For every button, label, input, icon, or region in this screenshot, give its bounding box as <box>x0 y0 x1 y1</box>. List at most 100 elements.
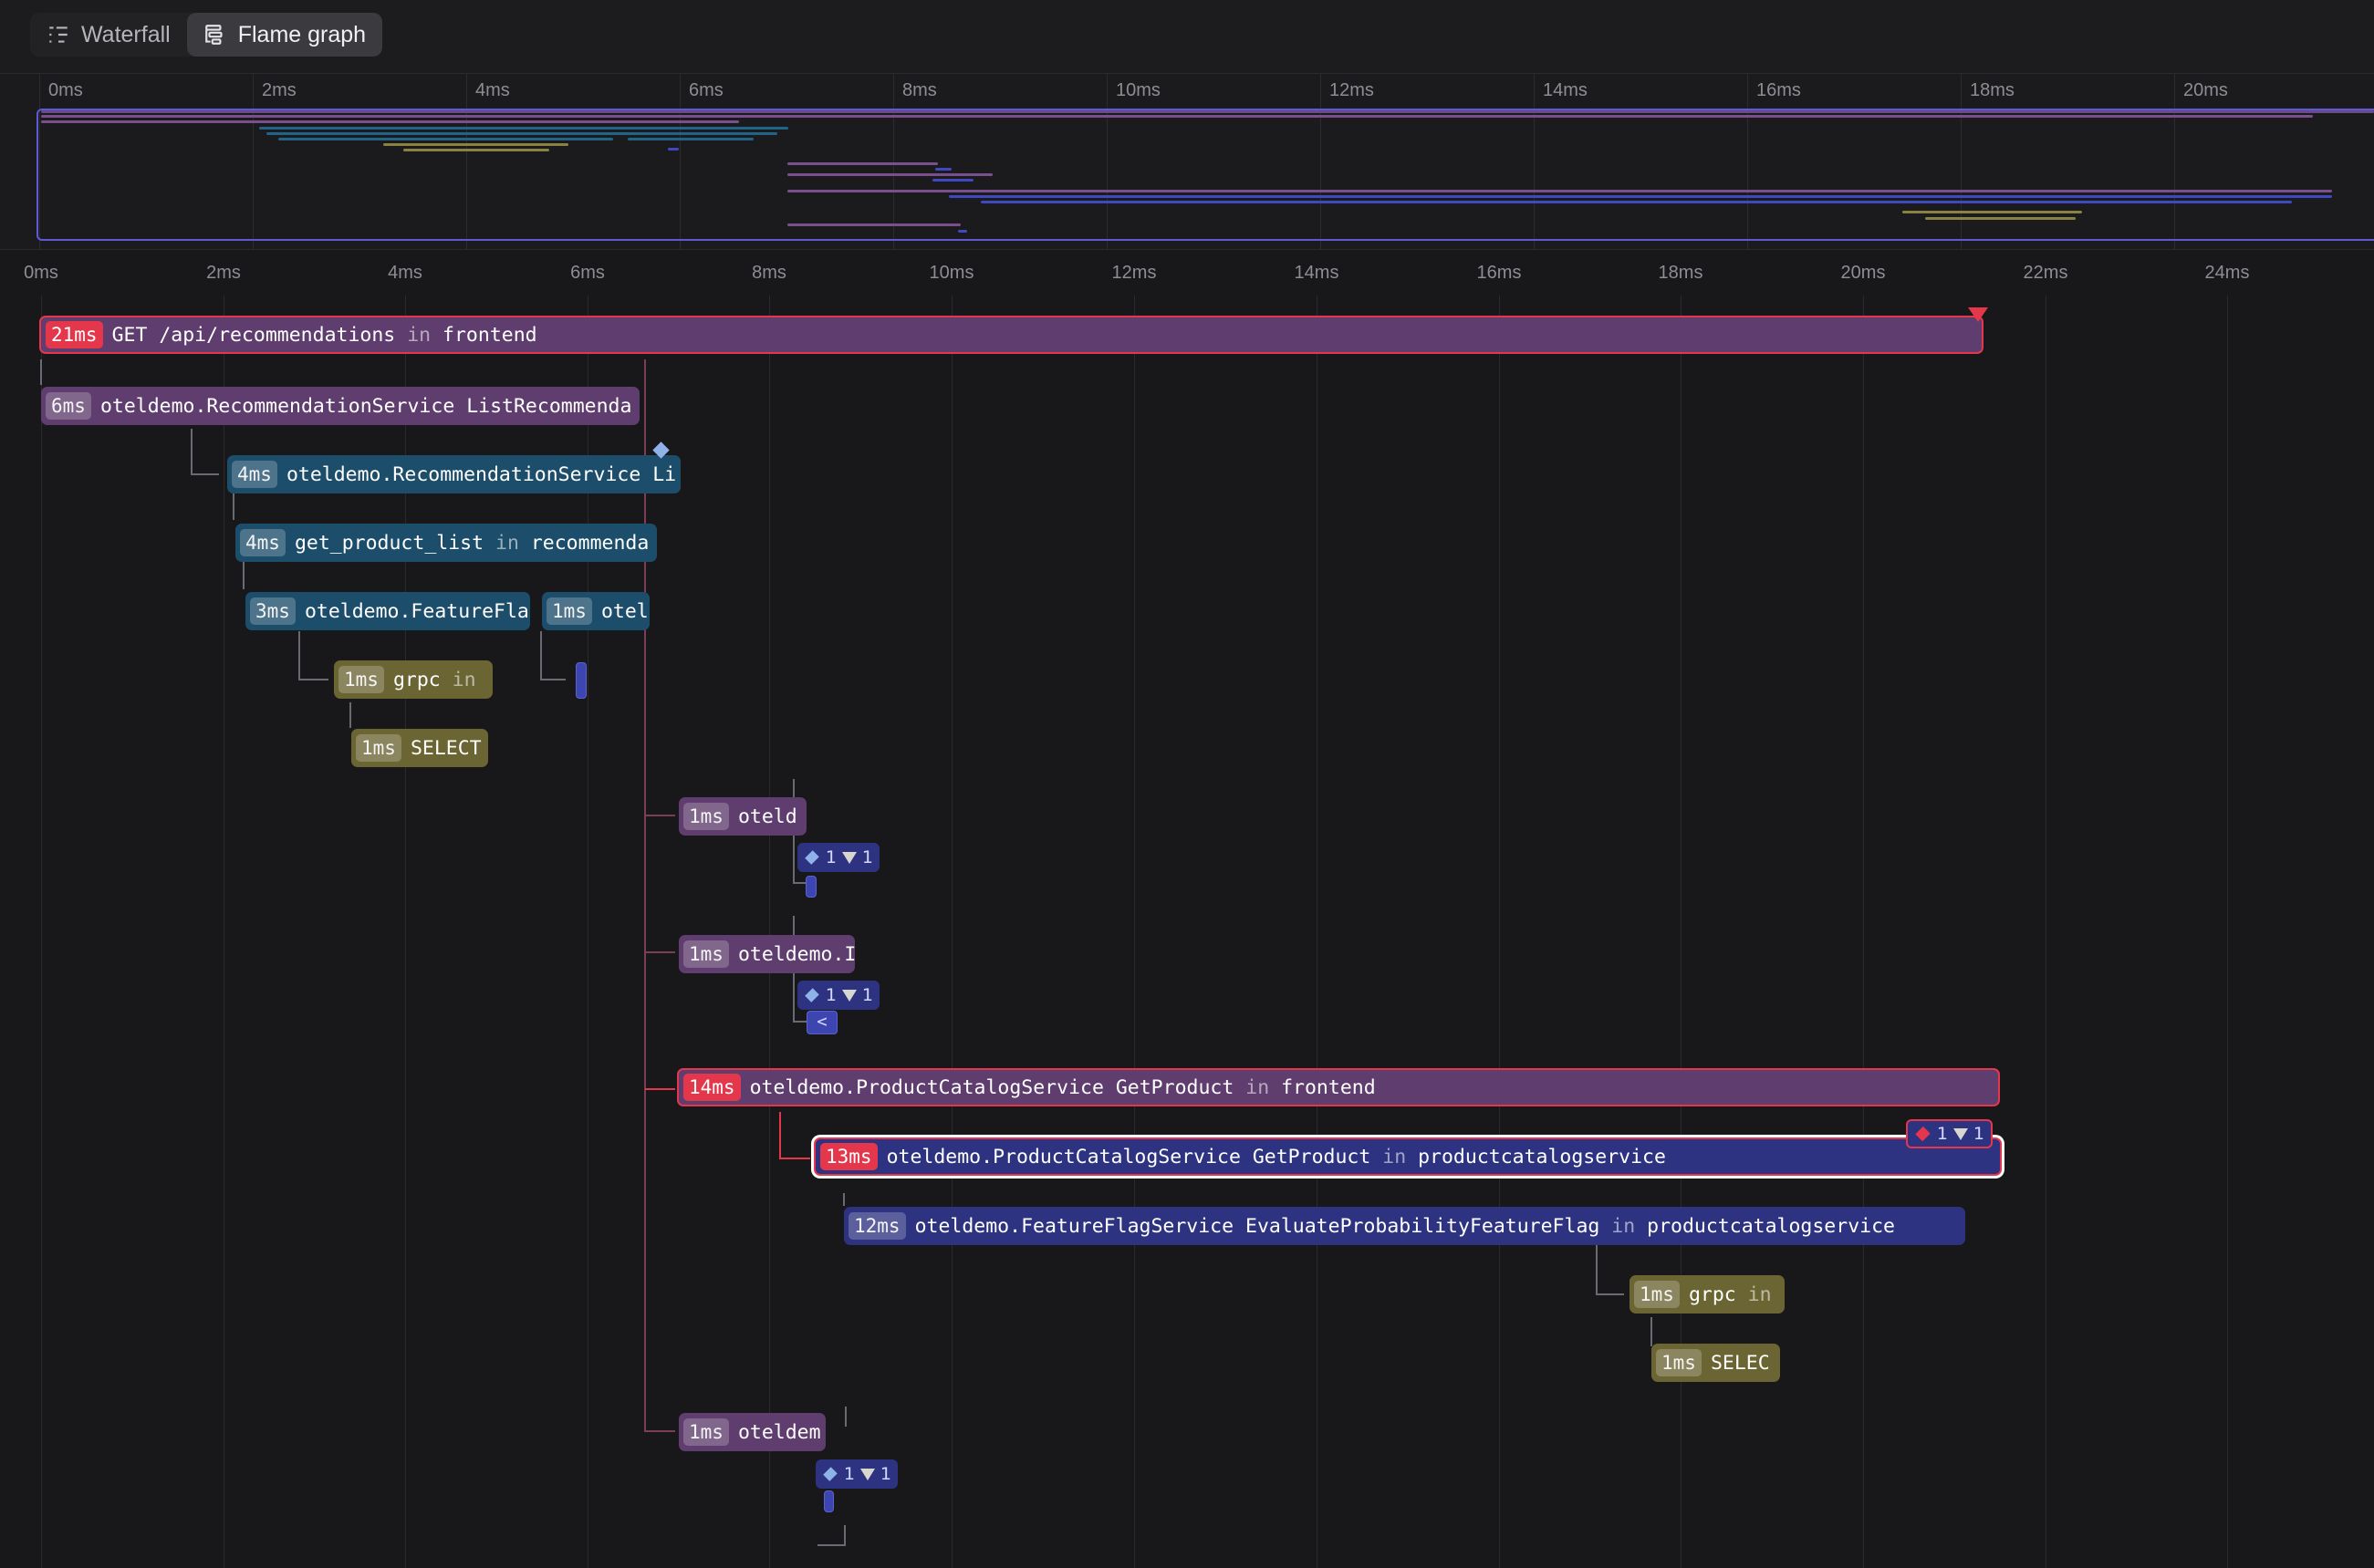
minimap-gridline <box>253 74 254 249</box>
event-count: 1 <box>825 985 837 1005</box>
minimap-span-line <box>1925 217 2076 220</box>
time-tick: 16ms <box>1476 263 1522 283</box>
span-in-label: in <box>495 531 519 555</box>
span-in-label: in <box>1611 1214 1636 1238</box>
link-count: 1 <box>861 985 873 1005</box>
flame-graph: 0ms 2ms 4ms 6ms 8ms 10ms 12ms 14ms 16ms … <box>0 250 2374 1568</box>
span-in-label: in <box>407 323 432 347</box>
span-list-recommendations-frontend[interactable]: 6ms oteldemo.RecommendationService ListR… <box>41 387 640 425</box>
time-tick: 24ms <box>2204 263 2250 283</box>
collapsed-span[interactable]: < <box>807 1011 838 1034</box>
minimap-span-line <box>787 190 2332 192</box>
gridline <box>769 296 770 1568</box>
event-diamond-icon <box>805 988 819 1002</box>
span-duration-badge: 12ms <box>849 1212 906 1240</box>
time-tick: 12ms <box>1111 263 1157 283</box>
span-oteldem[interactable]: 1ms oteldem <box>679 1413 826 1451</box>
tiny-span[interactable] <box>576 662 587 699</box>
error-flag-icon <box>1968 307 1988 322</box>
span-name: oteldemo.RecommendationService ListRecom… <box>99 394 632 418</box>
gridline <box>952 296 953 1568</box>
span-name: oteldemo.ProductCatalogService GetProduc… <box>749 1075 1234 1099</box>
minimap-gridline <box>1107 74 1108 249</box>
link-triangle-icon <box>841 851 857 864</box>
view-toolbar: Waterfall Flame graph <box>0 0 2374 74</box>
tab-flame-graph-label: Flame graph <box>237 21 367 47</box>
minimap-tick: 10ms <box>1116 80 1161 100</box>
minimap-span-line <box>628 138 754 140</box>
time-tick: 14ms <box>1294 263 1339 283</box>
span-get-product-list[interactable]: 4ms get_product_list in recommenda <box>235 524 657 562</box>
time-tick: 18ms <box>1658 263 1703 283</box>
minimap-tick: 4ms <box>475 80 510 100</box>
time-tick: 4ms <box>388 263 422 283</box>
span-duration-badge: 1ms <box>547 597 592 625</box>
span-duration-badge: 1ms <box>683 1418 729 1446</box>
span-name: oteldemo.FeatureFlagService EvaluateProb… <box>914 1214 1600 1238</box>
span-service: productcatalogservice <box>1647 1214 1895 1238</box>
span-name: SELECT <box>410 736 482 760</box>
span-event-link-marker[interactable]: 1 1 <box>797 843 880 872</box>
minimap-gridline <box>1961 74 1962 249</box>
span-oteld[interactable]: 1ms oteld <box>679 797 807 836</box>
span-get-product-productcatalog-selected[interactable]: 13ms oteldemo.ProductCatalogService GetP… <box>814 1137 2002 1176</box>
span-grpc[interactable]: 1ms grpc in <box>334 660 493 699</box>
span-get-product-frontend[interactable]: 14ms oteldemo.ProductCatalogService GetP… <box>677 1068 2000 1106</box>
time-tick: 6ms <box>570 263 605 283</box>
span-error-link-marker[interactable]: 1 1 <box>1906 1119 1993 1148</box>
span-oteldemo-i[interactable]: 1ms oteldemo.I <box>679 935 855 973</box>
minimap-span-line <box>41 115 2313 118</box>
trace-minimap[interactable]: 0ms 2ms 4ms 6ms 8ms 10ms 12ms 14ms 16ms … <box>0 74 2374 250</box>
span-feature-flag-recommendation[interactable]: 3ms oteldemo.FeatureFla <box>245 592 530 630</box>
span-in-label: in <box>1382 1145 1407 1168</box>
span-name: oteldemo.ProductCatalogService GetProduc… <box>886 1145 1371 1168</box>
span-select-2[interactable]: 1ms SELEC <box>1651 1344 1780 1382</box>
span-list-recommendations-service[interactable]: 4ms oteldemo.RecommendationService Li <box>227 455 681 493</box>
minimap-tick: 14ms <box>1543 80 1588 100</box>
tiny-span[interactable] <box>806 876 817 898</box>
span-connectors <box>40 359 1652 1546</box>
minimap-gridline <box>1747 74 1748 249</box>
span-duration-badge: 1ms <box>1634 1281 1680 1308</box>
minimap-viewport[interactable] <box>36 109 2374 241</box>
minimap-gridline <box>39 74 40 249</box>
span-name: grpc <box>392 668 441 691</box>
gridline <box>1863 296 1864 1568</box>
waterfall-icon <box>49 26 68 43</box>
span-name: grpc <box>1688 1282 1736 1306</box>
span-otel-short[interactable]: 1ms otel <box>542 592 650 630</box>
span-name: oteld <box>737 805 797 828</box>
span-duration-badge: 21ms <box>46 321 103 348</box>
gridline <box>41 296 42 1568</box>
tab-flame-graph[interactable]: Flame graph <box>186 13 383 57</box>
time-tick: 22ms <box>2023 263 2068 283</box>
minimap-span-line <box>949 195 2332 198</box>
minimap-gridline <box>466 74 467 249</box>
span-get-api-recommendations[interactable]: 21ms GET /api/recommendations in fronten… <box>39 316 1984 354</box>
span-duration-badge: 4ms <box>232 461 277 488</box>
gridline <box>1134 296 1135 1568</box>
tiny-span[interactable] <box>824 1490 834 1512</box>
minimap-tick: 18ms <box>1970 80 2015 100</box>
time-tick: 10ms <box>929 263 974 283</box>
gridline <box>405 296 406 1568</box>
span-event-link-marker[interactable]: 1 1 <box>816 1459 898 1489</box>
link-triangle-icon <box>1952 1127 1968 1140</box>
event-count: 1 <box>825 847 837 867</box>
span-evaluate-probability-feature-flag[interactable]: 12ms oteldemo.FeatureFlagService Evaluat… <box>844 1207 1965 1245</box>
minimap-span-line <box>1902 211 2082 213</box>
minimap-span-line <box>259 127 788 130</box>
span-name: oteldem <box>737 1420 821 1444</box>
minimap-span-line <box>41 110 2374 113</box>
span-grpc-2[interactable]: 1ms grpc in <box>1630 1275 1785 1314</box>
span-duration-badge: 6ms <box>46 392 91 420</box>
tab-waterfall[interactable]: Waterfall <box>30 13 187 57</box>
minimap-span-line <box>668 148 679 151</box>
span-name: oteldemo.I <box>737 942 855 966</box>
span-select[interactable]: 1ms SELECT <box>351 729 488 767</box>
link-triangle-icon <box>841 989 857 1002</box>
minimap-span-line <box>278 138 613 140</box>
minimap-span-line <box>787 223 961 226</box>
span-event-link-marker[interactable]: 1 1 <box>797 981 880 1010</box>
minimap-tick: 20ms <box>2183 80 2228 100</box>
